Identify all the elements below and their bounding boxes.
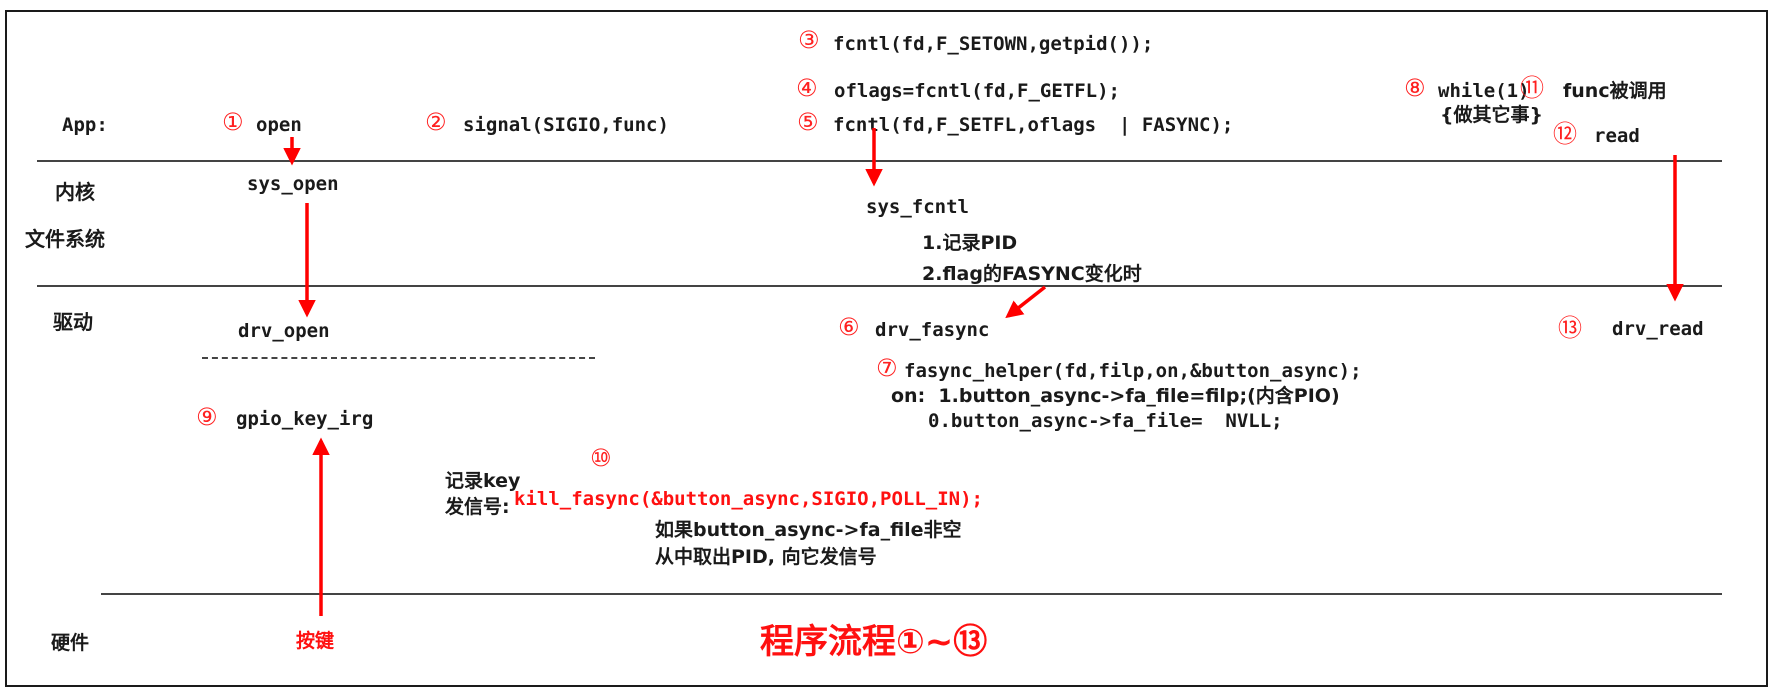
layer-label-filesystem: 文件系统 bbox=[25, 227, 105, 251]
diagram-frame bbox=[5, 10, 1768, 687]
step-6-drv-fasync: drv_fasync bbox=[875, 319, 990, 341]
kernel-sys-fcntl: sys_fcntl bbox=[866, 196, 969, 218]
step-2-signal: signal(SIGIO,func) bbox=[463, 114, 669, 136]
step-6-number: ⑥ bbox=[838, 313, 860, 341]
app-kernel-separator bbox=[37, 160, 1722, 162]
layer-label-app: App: bbox=[62, 114, 108, 136]
arrow-sys-fcntl-to-drv-fasync bbox=[1005, 285, 1047, 319]
layer-label-hardware: 硬件 bbox=[51, 632, 90, 654]
hardware-key: 按键 bbox=[296, 630, 335, 652]
step-11-func-called: func被调用 bbox=[1563, 80, 1667, 102]
step-9-gpio-key-irq: gpio_key_irg bbox=[236, 408, 374, 430]
step-12-number: ⑫ bbox=[1553, 120, 1577, 148]
step-7-number: ⑦ bbox=[876, 354, 898, 382]
step-8-do-other-things: {做其它事} bbox=[1440, 104, 1544, 126]
step-5-number: ⑤ bbox=[797, 108, 819, 136]
record-key-label: 记录key bbox=[445, 470, 521, 492]
step-12-read: read bbox=[1594, 125, 1640, 147]
step-3-number: ③ bbox=[798, 26, 820, 54]
step-1-open: open bbox=[256, 114, 302, 136]
step-7-fasync-helper: fasync_helper(fd,filp,on,&button_async); bbox=[904, 360, 1362, 382]
step-4-number: ④ bbox=[796, 74, 818, 102]
step-8-while-loop: while(1) bbox=[1438, 80, 1530, 102]
driver-drv-open: drv_open bbox=[238, 320, 330, 342]
kernel-sys-open: sys_open bbox=[247, 173, 339, 195]
send-signal-label: 发信号: bbox=[445, 496, 510, 518]
driver-irq-dashed-separator bbox=[202, 357, 595, 359]
step-10-number: ⑩ bbox=[590, 444, 612, 472]
fasync-helper-off-note: 0.button_async->fa_file= NVLL; bbox=[928, 410, 1283, 432]
step-10-kill-fasync: kill_fasync(&button_async,SIGIO,POLL_IN)… bbox=[514, 488, 983, 510]
diagram-title: 程序流程①~⑬ bbox=[760, 622, 988, 662]
step-8-number: ⑧ bbox=[1404, 74, 1426, 102]
step-13-drv-read: drv_read bbox=[1612, 318, 1704, 340]
kernel-driver-separator bbox=[37, 285, 1722, 287]
driver-hardware-separator bbox=[101, 593, 1722, 595]
step-9-number: ⑨ bbox=[196, 403, 218, 431]
step-1-number: ① bbox=[222, 108, 244, 136]
step-11-number: ⑪ bbox=[1520, 74, 1544, 102]
step-3-fcntl-setown: fcntl(fd,F_SETOWN,getpid()); bbox=[833, 33, 1154, 55]
layer-label-driver: 驱动 bbox=[53, 310, 93, 334]
step-2-number: ② bbox=[425, 108, 447, 136]
step-4-fcntl-getfl: oflags=fcntl(fd,F_GETFL); bbox=[834, 80, 1120, 102]
kernel-sys-fcntl-note-1: 1.记录PID bbox=[922, 232, 1018, 254]
kill-fasync-note-1: 如果button_async->fa_file非空 bbox=[655, 519, 962, 541]
fasync-helper-on-note: on: 1.button_async->fa_file=filp;(内含PIO) bbox=[891, 385, 1340, 407]
kernel-sys-fcntl-note-2: 2.flag的FASYNC变化时 bbox=[922, 263, 1142, 285]
layer-label-kernel: 内核 bbox=[55, 180, 95, 204]
step-13-number: ⑬ bbox=[1558, 314, 1582, 342]
step-5-fcntl-setfl: fcntl(fd,F_SETFL,oflags | FASYNC); bbox=[833, 114, 1234, 136]
kill-fasync-note-2: 从中取出PID, 向它发信号 bbox=[655, 546, 877, 568]
